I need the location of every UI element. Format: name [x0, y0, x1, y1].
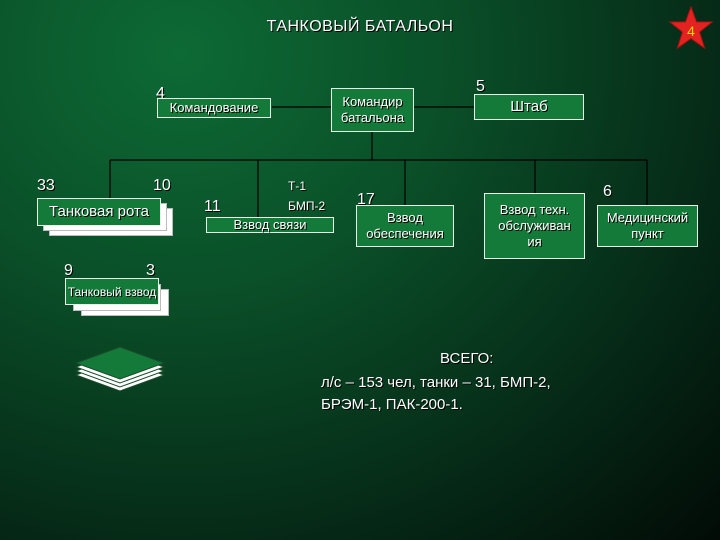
node-medical-point[interactable]: Медицинский пункт — [597, 205, 698, 247]
staff-count: 5 — [476, 78, 485, 95]
tank-company-count-right: 10 — [153, 177, 171, 194]
signal-note-line1: Т-1 — [288, 179, 306, 193]
star-badge-icon: 4 — [668, 5, 714, 50]
node-tank-platoon-label: Танковый взвод — [67, 284, 157, 299]
totals-line1: л/с – 153 чел, танки – 31, БМП-2, — [321, 374, 551, 391]
tank-unit-diamond-icon — [74, 346, 166, 392]
node-tech-platoon[interactable]: Взвод техн. обслуживан ия — [484, 193, 585, 259]
signal-note-line2: БМП-2 — [288, 199, 326, 213]
medical-count: 6 — [603, 183, 612, 200]
badge-number: 4 — [687, 23, 695, 39]
node-supply-platoon[interactable]: Взвод обеспечения — [356, 205, 454, 247]
tank-company-count-left: 33 — [37, 177, 55, 194]
supply-platoon-count: 17 — [357, 191, 375, 208]
signal-platoon-note: Т-1 БМП-2 — [288, 176, 325, 216]
tank-platoon-count-left: 9 — [64, 262, 73, 279]
node-signal-platoon[interactable]: Взвод связи — [206, 217, 334, 233]
command-count: 4 — [156, 85, 165, 102]
node-command[interactable]: Командование — [157, 98, 271, 118]
totals-line2: БРЭМ-1, ПАК-200-1. — [321, 396, 463, 413]
node-medical-label: Медицинский пункт — [606, 210, 689, 241]
node-tech-platoon-label: Взвод техн. обслуживан ия — [498, 202, 571, 249]
node-staff[interactable]: Штаб — [474, 94, 584, 120]
node-supply-platoon-label: Взвод обеспечения — [366, 210, 444, 241]
tank-platoon-count-right: 3 — [146, 262, 155, 279]
node-tank-company-label: Танковая рота — [48, 203, 150, 220]
node-battalion-commander[interactable]: Командир батальона — [331, 88, 414, 132]
signal-platoon-count: 11 — [204, 198, 221, 215]
node-tank-company[interactable]: Танковая рота — [37, 198, 161, 226]
node-commander-label: Командир батальона — [340, 94, 405, 125]
page-title: ТАНКОВЫЙ БАТАЛЬОН — [266, 18, 454, 35]
node-staff-label: Штаб — [510, 98, 548, 115]
totals-heading: ВСЕГО: — [440, 350, 494, 367]
node-signal-platoon-label: Взвод связи — [233, 217, 307, 232]
node-tank-platoon[interactable]: Танковый взвод — [65, 278, 159, 305]
node-command-label: Командование — [169, 100, 259, 115]
